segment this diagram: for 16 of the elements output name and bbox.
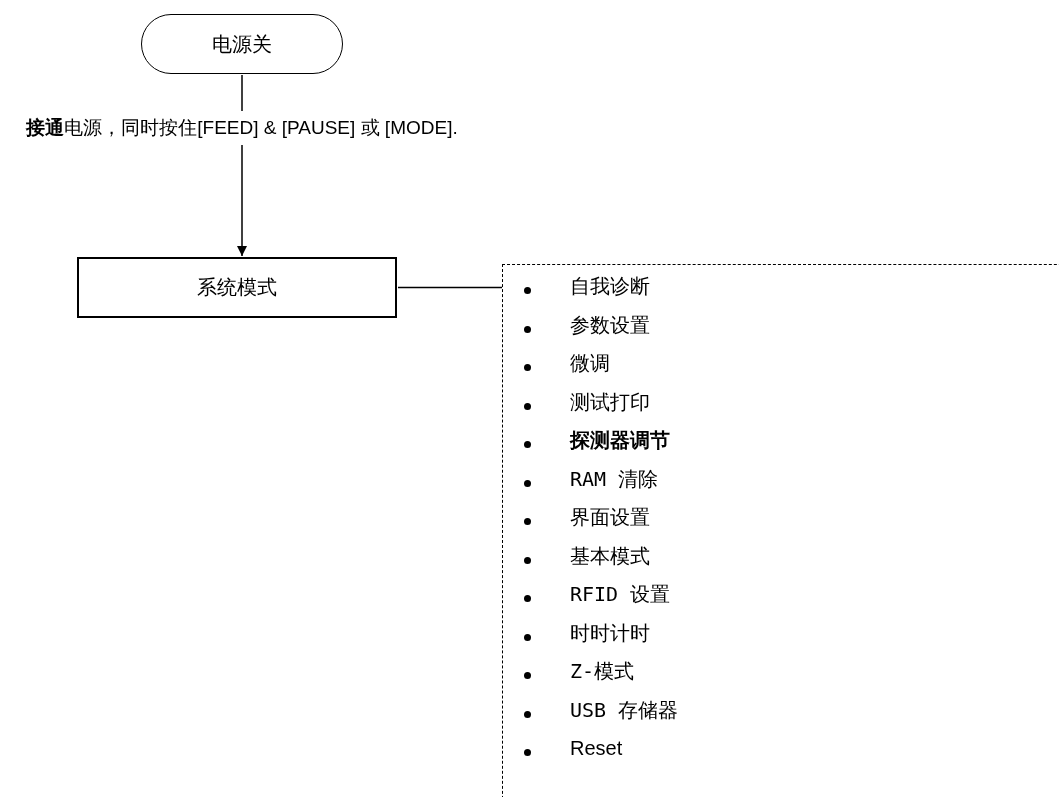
- list-item: Z-模式: [570, 658, 635, 684]
- list-item: Reset: [570, 736, 623, 761]
- list-item: RFID 设置: [570, 581, 671, 607]
- list-item: 界面设置: [570, 504, 650, 530]
- list-item: 时时计时: [570, 619, 650, 646]
- list-item: 自我诊断: [570, 273, 650, 299]
- list-item: 探测器调节: [570, 428, 670, 453]
- list-item: RAM 清除: [570, 465, 659, 492]
- process-box: 系统模式: [77, 257, 397, 318]
- list-item: 测试打印: [570, 388, 650, 415]
- connector-line: [397, 286, 503, 289]
- list-item: 参数设置: [570, 311, 650, 338]
- dashed-panel: [502, 264, 1059, 797]
- list-item: USB 存储器: [570, 696, 679, 723]
- list-item: 基本模式: [570, 542, 650, 569]
- list-item: 微调: [570, 350, 610, 376]
